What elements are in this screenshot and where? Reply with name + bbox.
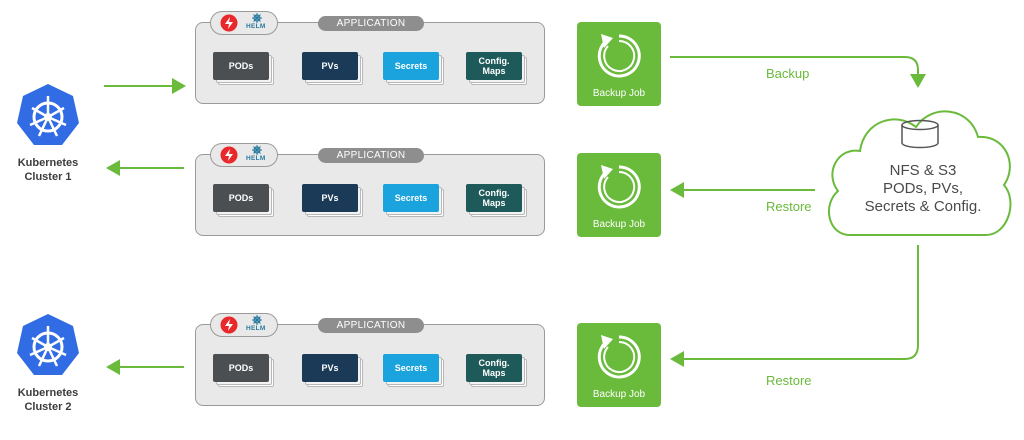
configmaps-card: Config. Maps <box>466 52 527 85</box>
storage-line3: Secrets & Config. <box>864 198 982 215</box>
application-title: APPLICATION <box>318 148 424 163</box>
application-title: APPLICATION <box>318 318 424 333</box>
cluster-label-line2: Cluster 1 <box>24 171 72 183</box>
configmaps-card: Config. Maps <box>466 184 527 217</box>
cluster-label: Kubernetes Cluster 2 <box>8 386 88 414</box>
pvs-label: PVs <box>302 52 358 80</box>
backup-flow-path <box>670 56 926 88</box>
pods-card: PODs <box>213 354 274 387</box>
pods-card: PODs <box>213 52 274 85</box>
backup-job-1: Backup Job <box>577 22 661 106</box>
cluster-1: Kubernetes Cluster 1 <box>8 82 88 184</box>
configmaps-label: Config. Maps <box>466 52 522 80</box>
pods-label: PODs <box>213 52 269 80</box>
secrets-card: Secrets <box>383 184 444 217</box>
backup-job-2: Backup Job <box>577 153 661 237</box>
restore-flow-label-1: Restore <box>766 199 812 214</box>
cycle-arrow-icon <box>597 165 641 209</box>
pods-label: PODs <box>213 354 269 382</box>
helm-badge: HELM <box>210 143 278 167</box>
cluster-2: Kubernetes Cluster 2 <box>8 312 88 414</box>
secrets-card: Secrets <box>383 52 444 85</box>
backup-job-label: Backup Job <box>592 389 646 400</box>
cycle-arrow-icon <box>597 34 641 78</box>
backup-job-label: Backup Job <box>592 219 646 230</box>
pods-label: PODs <box>213 184 269 212</box>
application-box-3: HELM APPLICATION PODs PVs Secrets Config… <box>195 313 545 406</box>
helm-badge: HELM <box>210 11 278 35</box>
helm-label: HELM <box>246 23 266 30</box>
kubernetes-icon <box>17 84 79 145</box>
storage-line2: PODs, PVs, <box>882 180 964 197</box>
backup-job-label: Backup Job <box>592 88 646 99</box>
helm-wheel-icon <box>252 315 262 325</box>
secrets-label: Secrets <box>383 52 439 80</box>
helm-wheel-icon <box>252 145 262 155</box>
configmaps-card: Config. Maps <box>466 354 527 387</box>
pvs-label: PVs <box>302 354 358 382</box>
cluster-label-line1: Kubernetes <box>17 157 79 169</box>
lightning-icon <box>220 316 238 334</box>
cluster-label-line1: Kubernetes <box>17 387 79 399</box>
pvs-card: PVs <box>302 52 363 85</box>
application-box-2: HELM APPLICATION PODs PVs Secrets Config… <box>195 143 545 236</box>
pvs-label: PVs <box>302 184 358 212</box>
configmaps-label: Config. Maps <box>466 354 522 382</box>
cluster-label-line2: Cluster 2 <box>24 401 72 413</box>
database-icon <box>901 119 939 149</box>
lightning-icon <box>220 14 238 32</box>
secrets-label: Secrets <box>383 354 439 382</box>
backup-job-3: Backup Job <box>577 323 661 407</box>
storage-description: NFS & S3 PODs, PVs, Secrets & Config. <box>843 162 1003 216</box>
backup-flow-label: Backup <box>766 66 810 81</box>
pvs-card: PVs <box>302 184 363 217</box>
secrets-card: Secrets <box>383 354 444 387</box>
application-box-1: HELM APPLICATION PODs PVs Secrets Config… <box>195 11 545 104</box>
cluster-label: Kubernetes Cluster 1 <box>8 156 88 184</box>
helm-wheel-icon <box>252 13 262 23</box>
storage-cloud <box>828 110 1012 236</box>
helm-badge: HELM <box>210 313 278 337</box>
configmaps-label: Config. Maps <box>466 184 522 212</box>
helm-label: HELM <box>246 155 266 162</box>
kubernetes-icon <box>17 314 79 375</box>
secrets-label: Secrets <box>383 184 439 212</box>
pvs-card: PVs <box>302 354 363 387</box>
cycle-arrow-icon <box>597 335 641 379</box>
lightning-icon <box>220 146 238 164</box>
storage-line1: NFS & S3 <box>889 162 957 179</box>
restore-flow-label-2: Restore <box>766 373 812 388</box>
pods-card: PODs <box>213 184 274 217</box>
application-title: APPLICATION <box>318 16 424 31</box>
helm-label: HELM <box>246 325 266 332</box>
restore-flow-2 <box>670 245 919 367</box>
